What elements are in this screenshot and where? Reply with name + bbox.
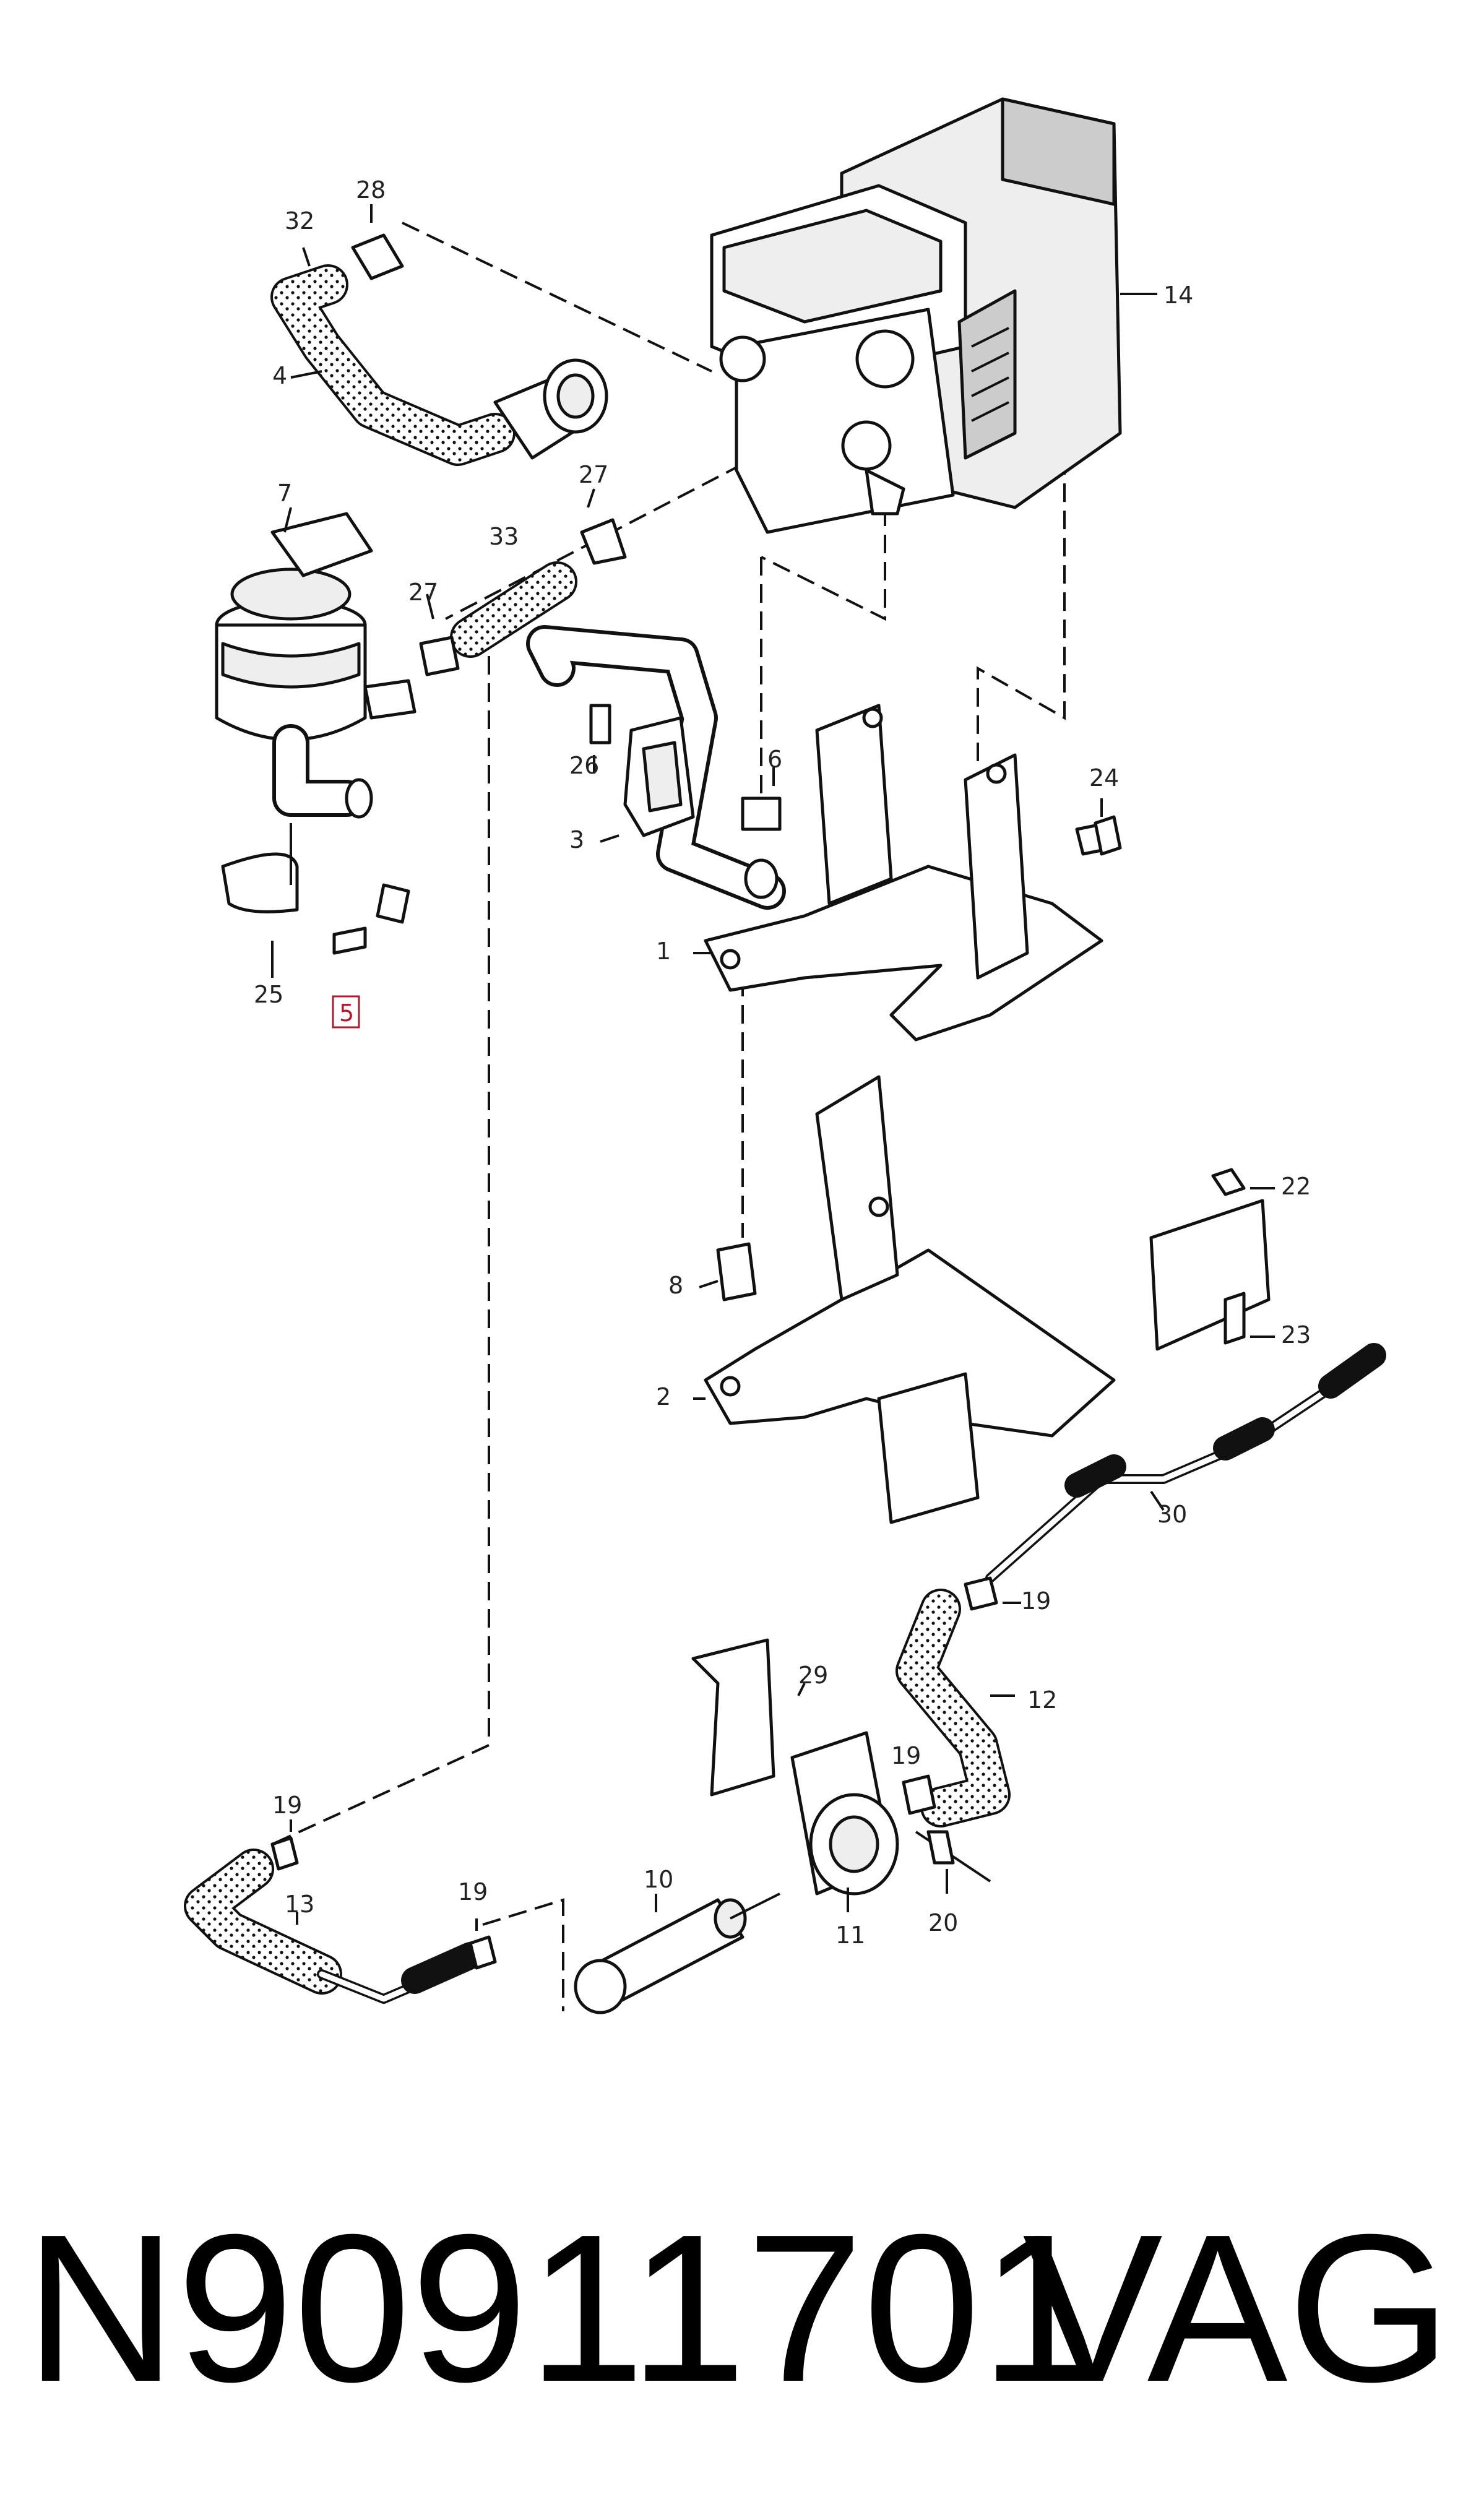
label-4: 4 — [272, 362, 287, 389]
label-3: 3 — [569, 826, 584, 853]
label-8: 8 — [668, 1272, 683, 1299]
label-5-highlighted: 5 — [339, 999, 354, 1027]
brand-name: VAG — [1022, 2191, 1451, 2426]
heater-unit — [710, 97, 1157, 534]
hose-33 — [419, 488, 627, 676]
part-footer: N90911701 VAG — [0, 2203, 1476, 2451]
hose-13 — [184, 1819, 497, 2004]
label-7: 7 — [277, 480, 292, 507]
fuel-line-30 — [985, 1343, 1386, 1583]
callout-labels: 1 2 3 4 5 6 7 8 10 11 12 13 14 19 19 19 … — [254, 176, 1311, 1949]
label-29: 29 — [798, 1662, 828, 1689]
hose-12 — [896, 1576, 1021, 1827]
bracket-2 — [693, 1075, 1271, 1524]
label-1: 1 — [656, 938, 671, 965]
hose-32-4 — [270, 204, 608, 466]
label-2: 2 — [656, 1383, 671, 1410]
label-6: 6 — [767, 746, 782, 773]
label-19a: 19 — [272, 1792, 302, 1819]
highlight-box-5 — [332, 995, 360, 1029]
label-11: 11 — [835, 1922, 865, 1949]
label-19c: 19 — [891, 1742, 921, 1769]
label-12: 12 — [1027, 1686, 1057, 1714]
fuel-pump-7 — [215, 507, 416, 978]
label-24: 24 — [1089, 764, 1119, 792]
label-26: 26 — [569, 752, 599, 779]
fasteners — [1094, 815, 1275, 1345]
label-27b: 27 — [408, 579, 438, 606]
coolant-pipe-3 — [526, 625, 786, 910]
exploded-parts-diagram: 1 2 3 4 5 6 7 8 10 11 12 13 14 19 19 19 … — [184, 97, 1386, 2014]
part-number: N90911701 — [25, 2191, 1098, 2426]
label-20: 20 — [928, 1909, 958, 1936]
label-28: 28 — [356, 176, 386, 204]
label-19b: 19 — [458, 1878, 488, 1905]
label-25: 25 — [254, 981, 283, 1008]
label-19d: 19 — [1021, 1587, 1051, 1615]
label-23: 23 — [1281, 1321, 1311, 1348]
assembly-dashed-lines — [272, 222, 1066, 2011]
label-14: 14 — [1163, 282, 1193, 309]
label-10: 10 — [644, 1866, 673, 1893]
label-32: 32 — [285, 207, 314, 235]
label-22: 22 — [1281, 1173, 1311, 1200]
pump-holder-assembly — [574, 1638, 991, 2014]
label-33: 33 — [489, 523, 519, 550]
label-30: 30 — [1157, 1501, 1187, 1528]
label-27a: 27 — [579, 461, 608, 488]
bracket-1 — [693, 704, 1116, 1042]
label-13: 13 — [285, 1891, 314, 1918]
